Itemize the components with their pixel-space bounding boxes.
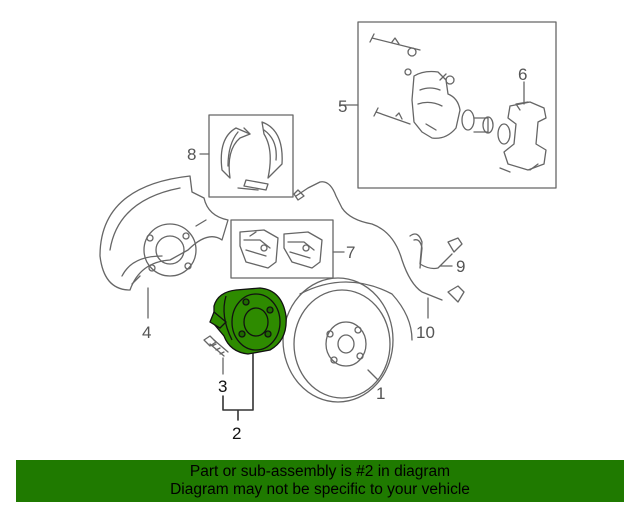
hub-bolt <box>203 335 229 375</box>
sensor-harness-clip <box>409 233 463 270</box>
caliper-group-box <box>357 21 557 189</box>
callout-9: 9 <box>456 257 465 276</box>
banner-line-2: Diagram may not be specific to your vehi… <box>170 481 470 498</box>
callout-4: 4 <box>142 323 151 342</box>
brake-shoe-group <box>199 114 294 198</box>
callout-2: 2 <box>232 424 241 443</box>
abs-sensor-harness <box>293 181 465 319</box>
callout-1: 1 <box>376 384 385 403</box>
callout-6: 6 <box>518 65 527 84</box>
caliper-group <box>339 21 557 189</box>
callout-10: 10 <box>416 323 435 342</box>
callout-7: 7 <box>346 243 355 262</box>
parts-diagram: 1 2 3 4 5 6 7 8 9 10 <box>99 21 557 443</box>
brake-pad-group <box>230 219 345 279</box>
dust-shield <box>99 175 229 319</box>
callout-8: 8 <box>187 145 196 164</box>
banner-line-1: Part or sub-assembly is #2 in diagram <box>189 463 451 480</box>
callout-bracket <box>222 351 254 421</box>
brake-pad-group-box <box>230 219 334 279</box>
brake-rotor <box>282 277 413 403</box>
brake-shoe-group-box <box>208 114 294 198</box>
info-banner: Part or sub-assembly is #2 in diagram Di… <box>16 460 624 502</box>
callout-5: 5 <box>338 97 347 116</box>
hub-assembly-highlighted <box>209 287 287 355</box>
callout-3: 3 <box>218 377 227 396</box>
